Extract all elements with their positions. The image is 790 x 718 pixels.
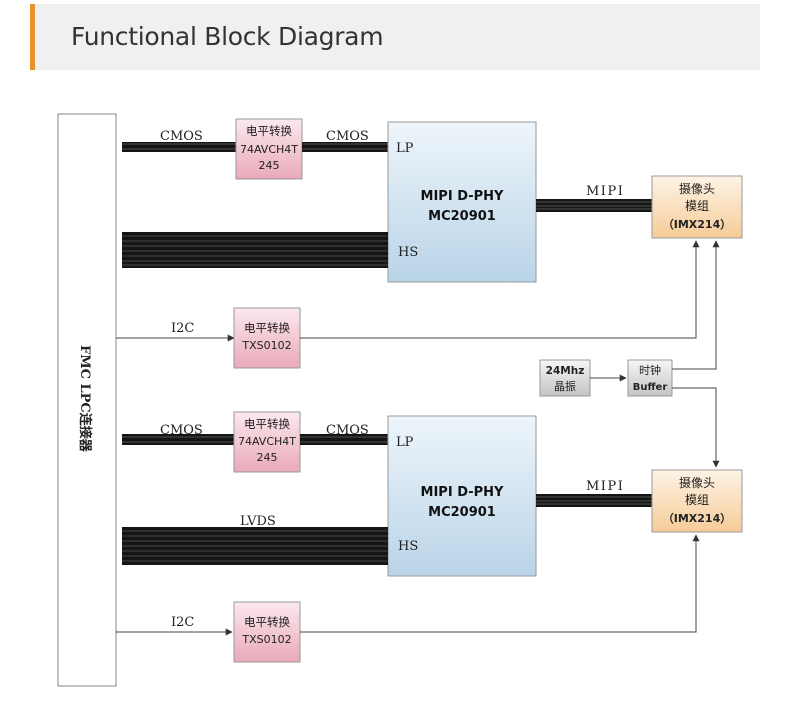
top-level-shifter-74avch-line3: 245: [259, 159, 280, 172]
top-hs-bus: [122, 232, 388, 268]
bottom-i2c-label: I2C: [171, 615, 194, 630]
top-camera-line1: 摄像头: [679, 181, 715, 196]
bottom-level-shifter-txs-line2: TXS0102: [241, 633, 291, 646]
top-cmos-bus-right: [302, 142, 390, 152]
bottom-level-shifter-74avch: [233, 411, 301, 473]
oscillator-block: [539, 359, 591, 397]
bottom-cmos-bus-left: [122, 434, 236, 445]
oscillator-line1: 24Mhz: [546, 365, 585, 377]
bottom-camera-line1: 摄像头: [679, 475, 715, 490]
top-cmos-label-right: CMOS: [326, 129, 369, 144]
bottom-level-shifter-74avch-line1: 电平转换: [244, 417, 290, 431]
bottom-hs-label: HS: [398, 539, 418, 554]
top-level-shifter-txs: [233, 307, 301, 369]
bottom-mipi-dphy-block: [387, 415, 537, 577]
top-camera-line2: 模组: [685, 199, 709, 213]
top-level-shifter-74avch: [235, 118, 303, 180]
top-cmos-label-left: CMOS: [160, 129, 203, 144]
bottom-i2c-to-camera: [300, 534, 700, 633]
fmc-connector-block: [57, 113, 117, 687]
top-mipi-dphy-block: [387, 121, 537, 283]
top-hs-label: HS: [398, 245, 418, 260]
bottom-camera-line2: 模组: [685, 493, 709, 507]
top-camera-module: [651, 175, 743, 239]
clock-buffer-block: [627, 359, 673, 397]
bottom-lvds-label: LVDS: [240, 514, 276, 529]
top-mipi-bus: [536, 199, 652, 212]
bottom-mipi-dphy-line2: MC20901: [428, 505, 496, 520]
fmc-connector-label: FMC LPC连接器: [77, 345, 93, 453]
top-lp-label: LP: [396, 141, 414, 156]
top-mipi-label: MIPI: [586, 184, 624, 199]
clock-buffer-line2: Buffer: [633, 382, 668, 393]
bottom-level-shifter-74avch-line2: 74AVCH4T: [238, 435, 296, 448]
oscillator-line2: 晶振: [554, 379, 576, 393]
bottom-camera-line3: （IMX214）: [663, 512, 731, 525]
bottom-mipi-label: MIPI: [586, 479, 624, 494]
top-i2c-to-camera: [300, 240, 700, 339]
bottom-lp-label: LP: [396, 435, 414, 450]
top-level-shifter-txs-line2: TXS0102: [241, 339, 291, 352]
bottom-cmos-label-right: CMOS: [326, 423, 369, 438]
top-level-shifter-txs-line1: 电平转换: [244, 321, 290, 335]
clock-buffer-line1: 时钟: [639, 363, 661, 377]
clock-to-top-camera: [672, 240, 720, 370]
bottom-mipi-bus: [536, 494, 652, 507]
bottom-level-shifter-txs: [233, 601, 301, 663]
bottom-mipi-dphy-line1: MIPI D-PHY: [421, 485, 504, 500]
page-title: Functional Block Diagram: [71, 22, 384, 51]
bottom-camera-module: [651, 469, 743, 533]
top-camera-line3: （IMX214）: [663, 218, 731, 231]
section-header: Functional Block Diagram: [30, 4, 760, 70]
top-i2c-label: I2C: [171, 321, 194, 336]
top-cmos-bus-left: [122, 142, 236, 152]
top-level-shifter-74avch-line1: 电平转换: [246, 124, 292, 138]
bottom-cmos-bus-right: [300, 434, 390, 445]
top-level-shifter-74avch-line2: 74AVCH4T: [240, 143, 298, 156]
bottom-level-shifter-txs-line1: 电平转换: [244, 615, 290, 629]
bottom-level-shifter-74avch-line3: 245: [257, 451, 278, 464]
top-mipi-dphy-line2: MC20901: [428, 209, 496, 224]
clock-to-bottom-camera: [672, 387, 720, 468]
top-mipi-dphy-line1: MIPI D-PHY: [421, 189, 504, 204]
bottom-cmos-label-left: CMOS: [160, 423, 203, 438]
